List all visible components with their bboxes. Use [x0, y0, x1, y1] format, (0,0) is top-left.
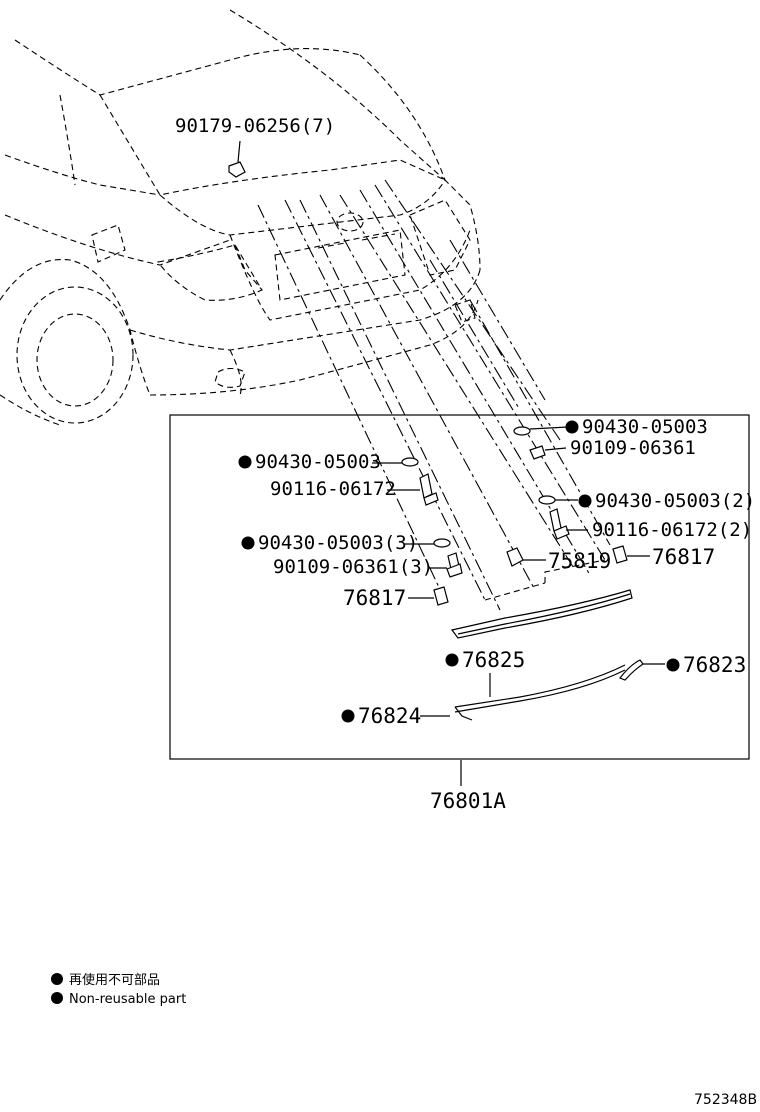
non-reusable-dot	[578, 494, 592, 508]
clip-part-top	[228, 140, 246, 178]
screw-left-mid	[428, 552, 463, 578]
washer-left-mid	[405, 538, 451, 548]
non-reusable-dot	[241, 536, 255, 550]
assembly-box	[169, 414, 750, 760]
washer-right-upper	[513, 426, 569, 436]
non-reusable-dot	[565, 420, 579, 434]
garnish-strip	[450, 589, 633, 639]
clip-75819	[506, 547, 546, 567]
washer-right-mid	[538, 495, 578, 505]
callout-bolt-left-upper: 90116-06172	[270, 478, 396, 500]
seal-strip	[454, 664, 626, 721]
callout-screw-left-mid: 90109-06361(3)	[273, 556, 433, 578]
callout-seal-76825: 76825	[462, 648, 525, 672]
callout-bolt-right-mid: 90116-06172(2)	[592, 519, 752, 541]
callout-clip-right: 75819	[548, 549, 611, 573]
callout-washer-left-upper: 90430-05003	[255, 451, 381, 473]
callout-screw-right-upper: 90109-06361	[570, 437, 696, 459]
bracket-left	[408, 586, 449, 606]
washer-left-upper	[372, 457, 419, 467]
legend-dot	[51, 992, 63, 1004]
callout-washer-right-mid: 90430-05003(2)	[595, 490, 755, 512]
callout-end-seal-left: 76824	[358, 704, 421, 728]
end-seal-right	[619, 659, 665, 681]
car-body-outline	[0, 9, 481, 426]
screw-right-upper	[529, 445, 567, 460]
legend-dot	[51, 973, 63, 985]
bolt-left-upper	[387, 473, 439, 506]
figure-code: 752348B	[694, 1092, 757, 1108]
callout-bracket-left: 76817	[343, 586, 406, 610]
callout-end-seal-right: 76823	[683, 653, 746, 677]
non-reusable-dot	[238, 455, 252, 469]
bolt-right-mid	[549, 508, 588, 540]
callout-top-clip: 90179-06256(7)	[175, 115, 335, 137]
legend-line-en: Non-reusable part	[69, 992, 186, 1007]
non-reusable-dot	[445, 653, 459, 667]
non-reusable-dot	[341, 709, 355, 723]
callout-washer-left-mid: 90430-05003(3)	[258, 532, 418, 554]
callout-assembly: 76801A	[430, 789, 506, 813]
non-reusable-dot	[666, 658, 680, 672]
legend-line-jp: 再使用不可部品	[69, 972, 160, 988]
bracket-right	[612, 545, 650, 564]
callout-washer-right-upper: 90430-05003	[582, 416, 708, 438]
callout-bracket-right: 76817	[652, 545, 715, 569]
